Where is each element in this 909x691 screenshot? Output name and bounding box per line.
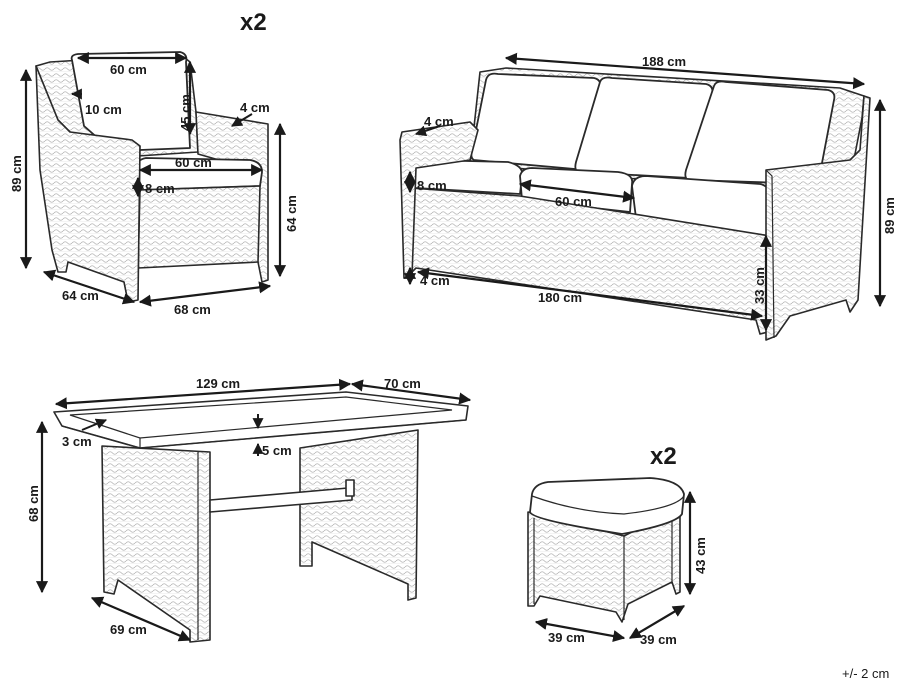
table-left-panel [101, 445, 211, 643]
sofa-seat-thickness-label: 8 cm [417, 178, 447, 193]
armchair-height-label: 89 cm [9, 155, 24, 192]
armchair-back-height-label: 45 cm [178, 94, 193, 131]
table-base-depth-label: 69 cm [110, 622, 147, 637]
table-length-label: 129 cm [196, 376, 240, 391]
stool-dimensions: x2 43 cm 39 cm 39 cm [534, 443, 708, 647]
armchair-armrest-width-label: 4 cm [240, 100, 270, 115]
armchair-cushion-width-label: 60 cm [110, 62, 147, 77]
sofa-width-label: 188 cm [642, 54, 686, 69]
sofa-seat-height-label: 33 cm [752, 267, 767, 304]
armchair-seat-height-label: 64 cm [284, 195, 299, 232]
stool-width-label: 39 cm [548, 630, 585, 645]
sofa-left-armrest [399, 121, 479, 279]
armchair-depth-label: 64 cm [62, 288, 99, 303]
table-width-label: 70 cm [384, 376, 421, 391]
table-right-panel [299, 429, 419, 601]
table-edge-label: 3 cm [62, 434, 92, 449]
sofa-seat-cushion-width-label: 60 cm [555, 194, 592, 209]
armchair-front [137, 185, 261, 269]
table-top-thickness-label: 5 cm [262, 443, 292, 458]
sofa-dimensions: 188 cm 4 cm 8 cm 60 cm 89 cm 4 cm 180 cm… [403, 52, 897, 332]
armchair-seat-width-label: 60 cm [175, 155, 212, 170]
stool-cushion [529, 477, 685, 535]
armchair-seat-thickness-label: 8 cm [145, 181, 175, 196]
armchair-quantity-label: x2 [240, 9, 267, 36]
table-height-label: 68 cm [26, 485, 41, 522]
table-drawing [53, 391, 469, 643]
tolerance-note: +/- 2 cm [842, 666, 889, 681]
armchair-dimensions: 60 cm 10 cm 45 cm 4 cm 60 cm 8 cm 89 cm … [9, 9, 299, 317]
stool-height-label: 43 cm [693, 537, 708, 574]
table-dimensions: 129 cm 70 cm 3 cm 5 cm 68 cm 69 cm [26, 376, 472, 642]
stool-depth-label: 39 cm [640, 632, 677, 647]
sofa-inner-width-label: 180 cm [538, 290, 582, 305]
stool-drawing [527, 477, 685, 623]
armchair-drawing [35, 51, 269, 303]
stool-quantity-label: x2 [650, 443, 677, 470]
sofa-height-label: 89 cm [882, 197, 897, 234]
armchair-armrest-inset-label: 10 cm [85, 102, 122, 117]
armchair-width-label: 68 cm [174, 302, 211, 317]
sofa-armrest-width-label: 4 cm [424, 114, 454, 129]
